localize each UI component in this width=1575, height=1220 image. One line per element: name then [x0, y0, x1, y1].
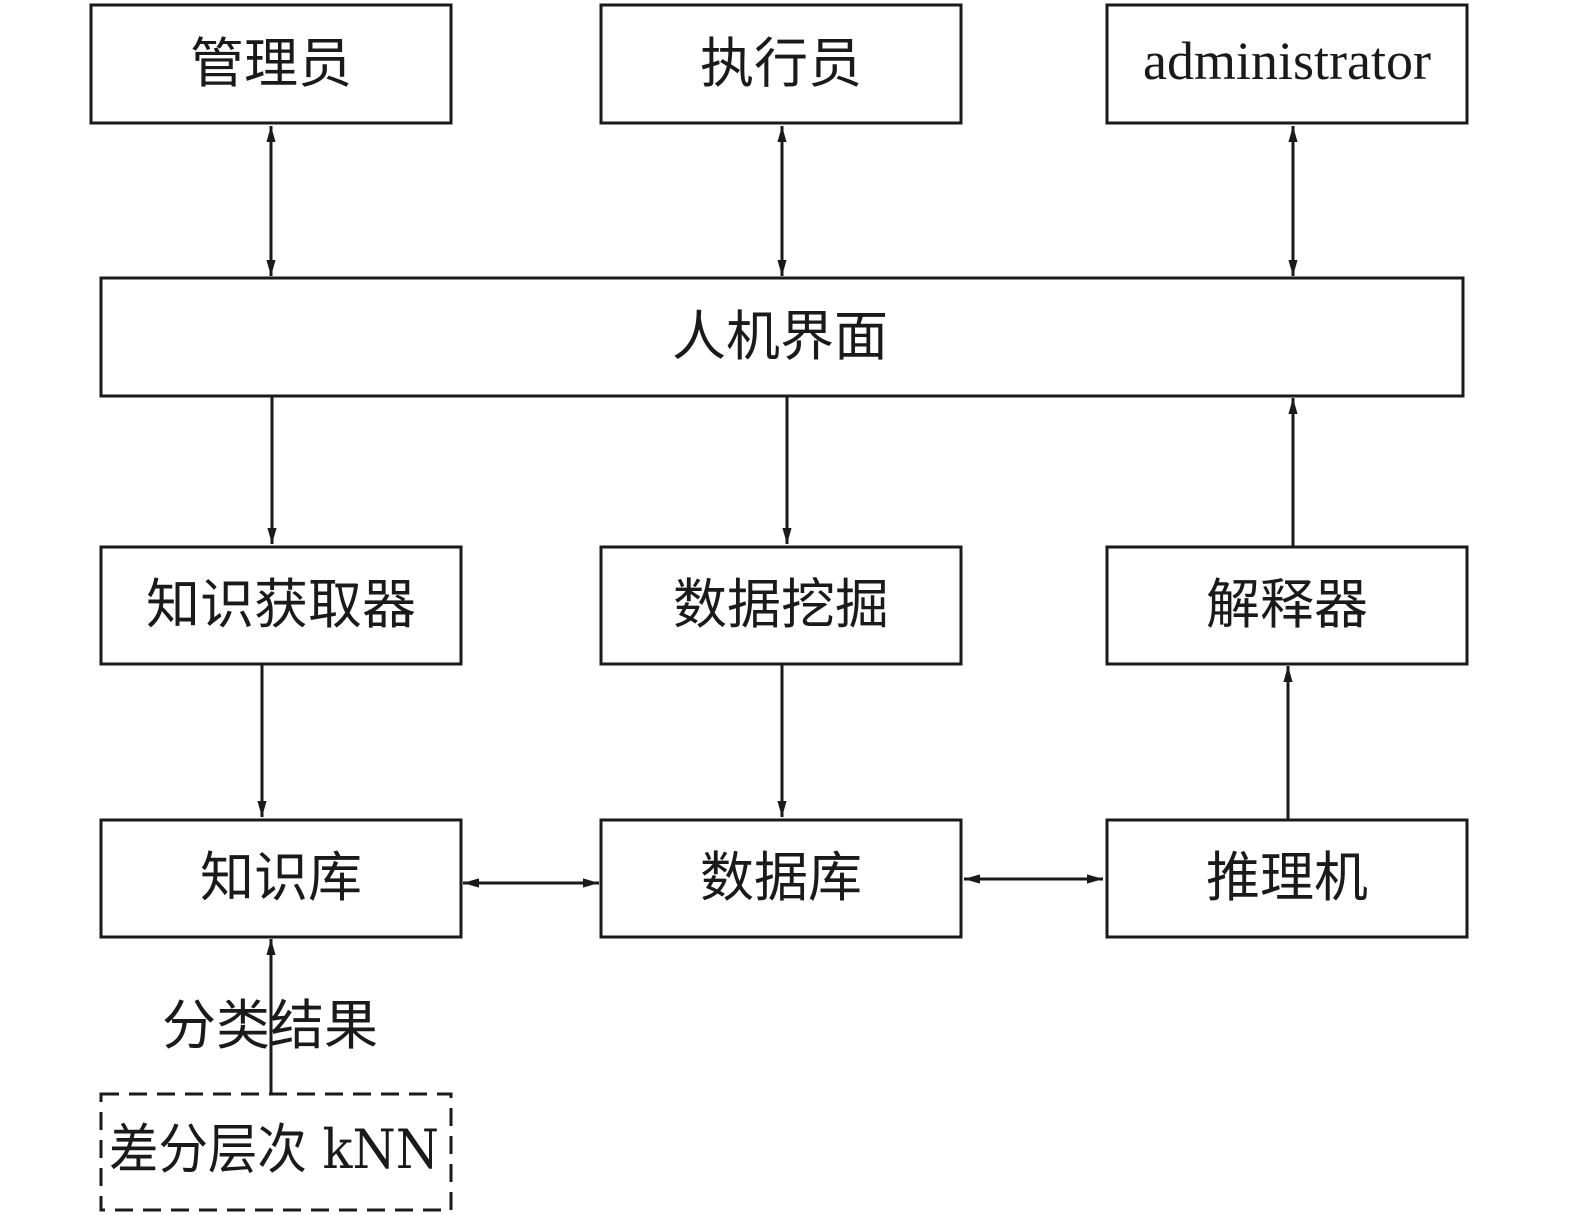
node-admin-en-label: administrator [1143, 31, 1431, 91]
node-inference-engine: 推理机 [1105, 818, 1469, 939]
node-dhknn-label: 差分层次 kNN [109, 1118, 439, 1181]
node-admin-cn: 管理员 [89, 3, 453, 125]
node-data-mining-label: 数据挖掘 [673, 573, 889, 636]
node-executor: 执行员 [599, 3, 963, 125]
node-database: 数据库 [599, 818, 963, 939]
node-hci-label: 人机界面 [672, 305, 888, 368]
node-knowledge-base: 知识库 [99, 818, 463, 939]
node-knowledge-acquirer-label: 知识获取器 [146, 573, 416, 636]
node-explainer-label: 解释器 [1206, 573, 1368, 636]
node-data-mining: 数据挖掘 [599, 545, 963, 666]
node-knowledge-acquirer: 知识获取器 [99, 545, 463, 666]
edge-label-classification-result: 分类结果 [162, 994, 378, 1057]
node-admin-cn-label: 管理员 [190, 32, 352, 95]
node-inference-engine-label: 推理机 [1206, 846, 1368, 909]
node-admin-en: administrator [1105, 3, 1469, 125]
node-hci: 人机界面 [99, 276, 1465, 398]
node-database-label: 数据库 [700, 846, 862, 909]
node-executor-label: 执行员 [700, 32, 862, 95]
node-knowledge-base-label: 知识库 [200, 846, 362, 909]
node-explainer: 解释器 [1105, 545, 1469, 666]
node-dhknn: 差分层次 kNN [99, 1092, 453, 1212]
